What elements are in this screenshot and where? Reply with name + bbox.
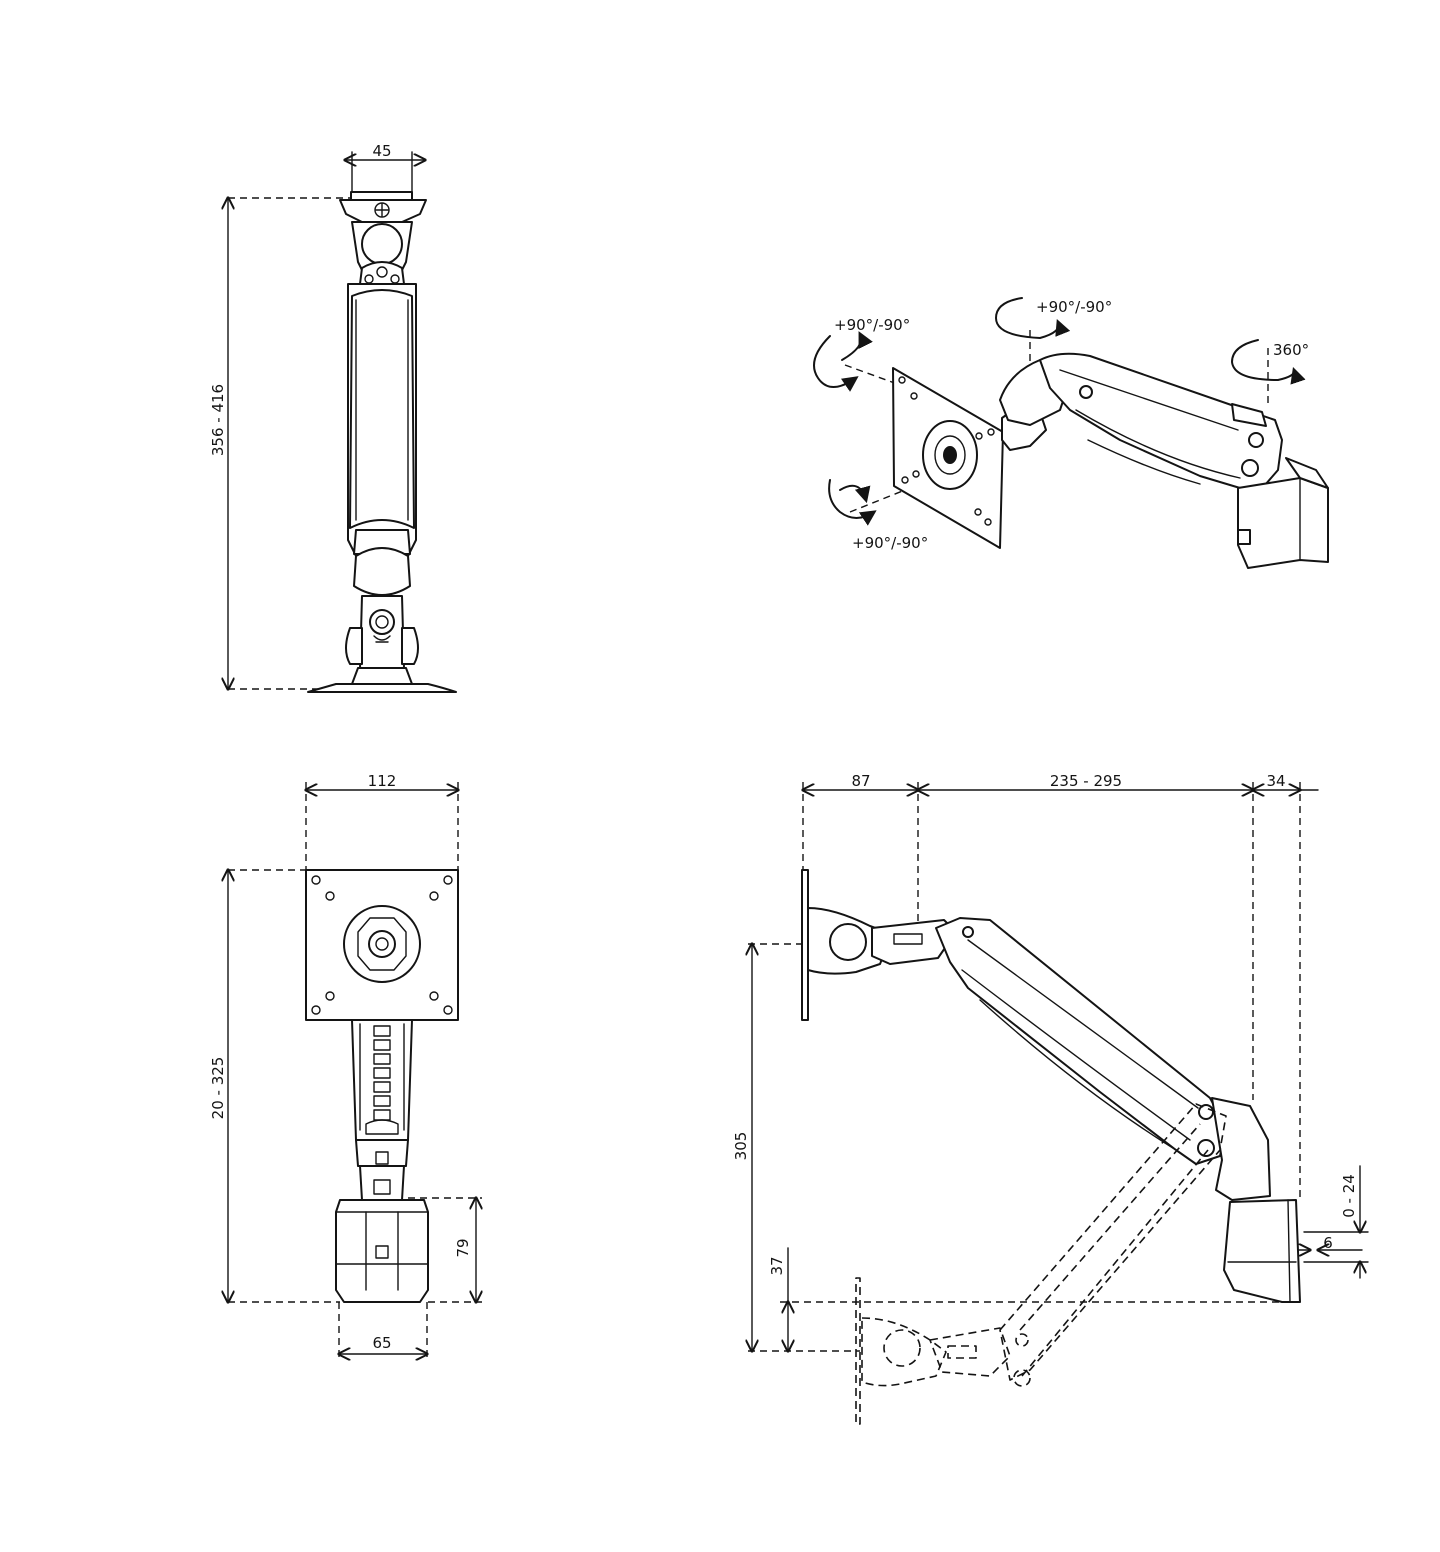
dim-front-height: 356 - 416 [209,198,352,689]
vesa-plate-perspective [892,367,1004,549]
wall-mount-perspective [1237,457,1329,569]
rotate-arrow-icon [828,479,877,526]
dim-label-356-416: 356 - 416 [209,384,227,456]
dim-label-87: 87 [851,772,870,790]
dim-front-top-width: 45 [345,142,425,193]
angle-label-360: 360° [1273,341,1309,359]
dim-label-79: 79 [454,1238,472,1257]
swivel-arrow-icon [995,297,1071,339]
dim-tilt-range: 0 - 24 6 [1295,1165,1369,1279]
dim-label-112: 112 [368,772,397,790]
bottom-arm-drawing [305,869,459,1303]
dim-label-235-295: 235 - 295 [1050,772,1122,790]
side-arm-lowered-ghost [855,1103,1227,1425]
dim-label-0-24: 0 - 24 [1340,1174,1358,1218]
dim-label-6: 6 [1323,1234,1333,1252]
angle-label-tilt: +90°/-90° [834,316,910,334]
side-arm-raised [801,869,1301,1303]
bottom-view: 112 20 - 325 79 65 [209,772,482,1360]
dim-height-adjust: 20 - 325 [209,870,340,1302]
dim-side-top: 87 235 - 295 34 [803,772,1319,1200]
dim-label-65: 65 [372,1334,391,1352]
angle-label-swivel: +90°/-90° [1036,298,1112,316]
dim-lower-offset: 37 [768,1247,1300,1351]
arm-perspective [999,352,1283,489]
dim-label-34: 34 [1266,772,1285,790]
dim-plate-width: 112 [306,772,458,870]
dim-label-20-325: 20 - 325 [209,1057,227,1120]
gas-spring-segments [373,1025,391,1121]
front-arm-drawing [307,191,457,693]
rotation-view: +90°/-90° +90°/-90° +90°/-90° 360° [813,297,1329,569]
dim-label-305: 305 [732,1132,750,1161]
angle-label-rotate: +90°/-90° [852,534,928,552]
wall-rotate-arrow-icon [1231,339,1306,385]
side-view: 87 235 - 295 34 305 37 0 - 24 6 [732,772,1369,1425]
rotation-arrows [813,297,1306,526]
dim-label-45: 45 [372,142,391,160]
front-view: 45 356 - 416 [209,142,457,693]
dim-mount-width: 65 [339,1302,427,1360]
dim-side-height: 305 [732,944,860,1351]
dim-mount-height: 79 [408,1198,482,1302]
dim-label-37: 37 [768,1256,786,1275]
tilt-arrow-icon [813,335,859,392]
